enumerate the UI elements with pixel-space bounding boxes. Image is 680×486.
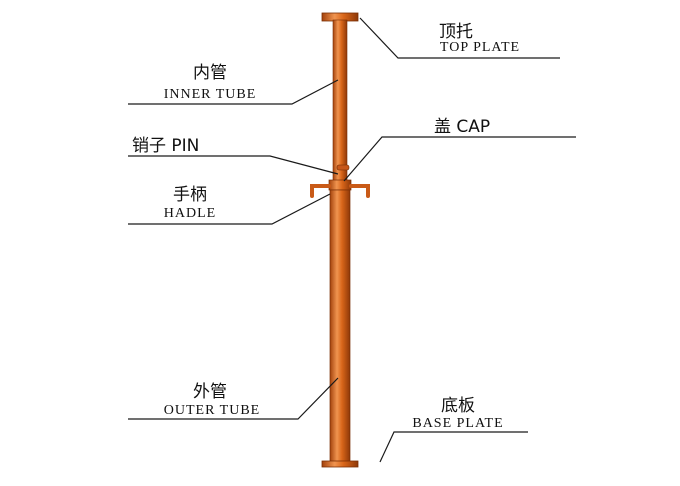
inner-tube-label-zh: 内管	[193, 63, 227, 83]
top-plate-leader	[359, 17, 560, 59]
cap-label: 盖 CAP	[434, 117, 491, 137]
inner-tube	[332, 19, 348, 186]
top-plate-label-zh: 顶托	[439, 22, 473, 42]
outer-tube	[329, 189, 351, 463]
handle-leader	[128, 193, 331, 225]
inner-tube-label-en: INNER TUBE	[163, 87, 257, 102]
top-plate-label-en: TOP PLATE	[439, 40, 521, 55]
cap	[328, 179, 352, 191]
outer-tube-leader	[128, 377, 339, 420]
outer-tube-label-zh: 外管	[193, 382, 227, 402]
pin-label: 销子 PIN	[132, 136, 200, 156]
base-plate-label-zh: 底板	[441, 396, 475, 416]
inner-tube-leader	[128, 79, 339, 105]
base-plate	[321, 460, 359, 468]
pin	[336, 164, 350, 171]
base-plate-leader	[379, 431, 528, 463]
base-plate-label-en: BASE PLATE	[412, 416, 504, 431]
handle-label-en: HADLE	[163, 206, 217, 221]
pin-leader	[128, 155, 339, 175]
handle-label-zh: 手柄	[173, 185, 207, 205]
outer-tube-label-en: OUTER TUBE	[163, 403, 261, 418]
cap-leader	[343, 136, 576, 182]
handle	[310, 184, 370, 198]
